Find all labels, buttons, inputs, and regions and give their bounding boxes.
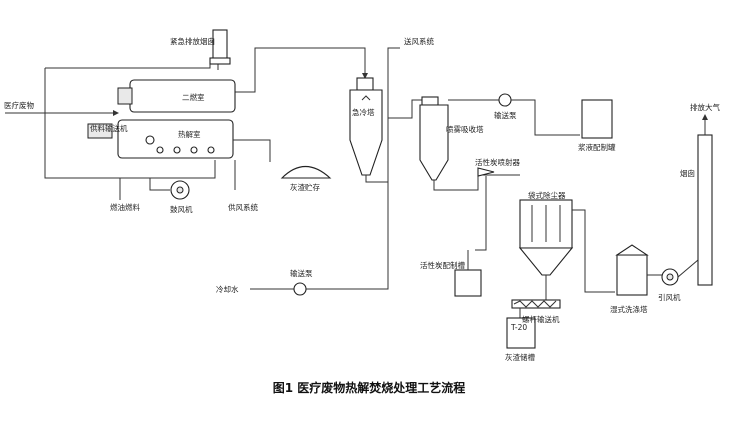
- bag-to-scrubber-line: [572, 209, 615, 293]
- label-ash-storage: 灰渣贮存: [290, 182, 320, 192]
- blower-hub: [176, 186, 184, 194]
- label-air-to: 送风系统: [404, 36, 434, 46]
- emergency-stack: [212, 29, 228, 63]
- screw-thread: [513, 300, 557, 308]
- burner-3: [190, 146, 198, 154]
- label-chimney: 烟囱: [680, 168, 695, 178]
- label-medical-waste: 医疗废物: [4, 100, 34, 110]
- wet-scrubber: [616, 254, 648, 296]
- label-screw-conveyor: 螺杆输送机: [522, 314, 560, 324]
- cooling-water-line: [250, 182, 389, 290]
- ash-out-line: [233, 139, 271, 162]
- ash-heap: [280, 165, 332, 179]
- label-reagent-tank: 浆液配制罐: [578, 142, 616, 152]
- screw-conveyor: [511, 299, 561, 309]
- label-air-supply: 供风系统: [228, 202, 258, 212]
- quench-section: [250, 47, 425, 296]
- fuel-branch-line: [120, 160, 216, 179]
- burner-2: [173, 146, 181, 154]
- burner-4: [207, 146, 215, 154]
- label-feeder: 供料输送机: [90, 123, 128, 133]
- label-wet-scrubber: 湿式洗涤塔: [610, 304, 648, 314]
- label-pyrolysis-chamber: 热解室: [178, 129, 201, 139]
- figure-caption: 图1 医疗废物热解焚烧处理工艺流程: [273, 380, 466, 395]
- quench-top: [356, 77, 374, 91]
- incinerator-section: [5, 29, 368, 200]
- pump-to-tank-line: [511, 99, 580, 136]
- label-quench-tower: 急冷塔: [352, 107, 375, 117]
- absorber-out-line: [433, 174, 520, 191]
- burner-1: [156, 146, 164, 154]
- fan-to-chimney-line: [677, 259, 699, 278]
- absorber-inlet: [421, 96, 439, 106]
- label-ash-bin: 灰渣储槽: [505, 352, 535, 362]
- ash-bin: [506, 317, 536, 349]
- bag-filter-hopper: [518, 247, 574, 276]
- absorber-section: [419, 93, 613, 191]
- secondary-to-quench-line: [235, 47, 368, 93]
- emergency-stack-cap: [209, 57, 231, 65]
- pyro-burner: [145, 135, 155, 145]
- exhaust-section: [615, 114, 713, 296]
- carbon-tank: [454, 269, 482, 297]
- id-fan-hub: [666, 273, 674, 281]
- quench-spray: [361, 95, 371, 101]
- water-pump: [293, 282, 307, 296]
- label-pump2: 输送泵: [290, 268, 313, 278]
- quench-to-absorber-line: [388, 99, 425, 119]
- label-cooling-water: 冷却水: [216, 284, 239, 294]
- filter-section: [454, 167, 615, 349]
- label-to-atmosphere: 排放大气: [690, 102, 720, 112]
- pyrolysis-chamber: [117, 119, 234, 159]
- label-bag-filter: 袋式除尘器: [528, 190, 566, 200]
- label-blower: 鼓风机: [170, 204, 193, 214]
- label-carbon-injector: 活性炭喷射器: [475, 157, 520, 167]
- chimney: [697, 134, 713, 286]
- feeder-box: [87, 123, 113, 139]
- label-secondary-chamber: 二燃室: [182, 92, 205, 102]
- secondary-burner: [117, 87, 133, 105]
- slurry-tank: [581, 99, 613, 139]
- label-ash-bin-tag: T-20: [510, 323, 527, 332]
- quench-tower: [349, 89, 383, 176]
- flue-loop-line: [44, 68, 120, 179]
- spray-absorber: [419, 104, 449, 181]
- carbon-injector: [477, 167, 495, 177]
- carbon-feed-line: [475, 176, 487, 251]
- label-carbon-tank: 活性炭配制槽: [420, 260, 465, 270]
- wet-scrubber-top: [615, 244, 649, 256]
- label-conveyor-pump: 输送泵: [494, 110, 517, 120]
- label-fuel-oil: 燃油燃料: [110, 202, 140, 212]
- slurry-pump: [498, 93, 512, 107]
- label-spray-absorber: 喷雾吸收塔: [446, 124, 484, 134]
- label-id-fan: 引风机: [658, 292, 681, 302]
- air-line: [149, 178, 170, 191]
- label-emergency-stack: 紧急排放烟囱: [170, 36, 215, 46]
- top-pipe-line: [45, 60, 211, 69]
